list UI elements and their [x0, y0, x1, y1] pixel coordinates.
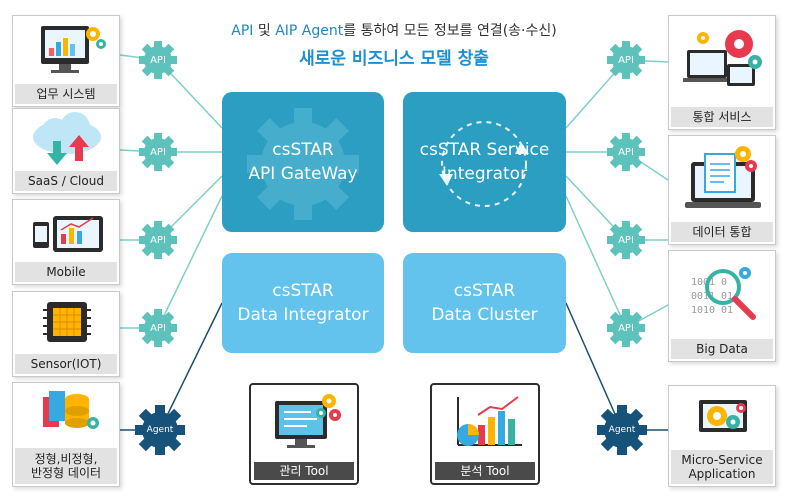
api-badge-label: API: [150, 146, 166, 158]
headline-business-model: 새로운 비즈니스 모델 창출: [299, 49, 489, 69]
gear-badge-icon: [139, 309, 177, 347]
laptop-document-icon: [685, 146, 761, 208]
card-caption: 정형,비정형, 반정형 데이터: [15, 448, 117, 484]
agent-badge: Agent: [134, 404, 186, 456]
headline-mid: 및: [253, 23, 276, 39]
connector-line: [159, 302, 223, 431]
api-badge-label: API: [618, 234, 634, 246]
api-badge: API: [138, 220, 178, 260]
tool-analysis: 분석 Tool: [430, 383, 540, 485]
card-mobile: Mobile: [12, 199, 120, 285]
api-badge-label: API: [618, 146, 634, 158]
admin-monitor-icon: [275, 394, 341, 448]
gear-badge-icon: [139, 221, 177, 259]
svg-text:01: 01: [721, 305, 733, 316]
headline-connect: API 및 AIP Agent를 통하여 모든 정보를 연결(송·수신): [0, 20, 788, 40]
database-icon: [43, 391, 99, 429]
hub-data-integrator: csSTAR Data Integrator: [222, 253, 384, 353]
agent-badge: Agent: [596, 404, 648, 456]
tool-caption: 분석 Tool: [435, 462, 535, 480]
card-caption: Big Data: [671, 339, 773, 359]
gear-badge-icon: [607, 221, 645, 259]
card-saas-cloud: SaaS / Cloud: [12, 108, 120, 194]
gear-watermark-icon: [247, 108, 359, 220]
hub-subtitle: Data Cluster: [431, 305, 538, 325]
cloud-transfer-icon: [33, 112, 101, 165]
card-integrated-service: 통합 서비스: [668, 15, 776, 130]
card-data-integration: 데이터 통합: [668, 135, 776, 245]
magnifier-binary-icon: 1001 0011 1010 0 01 01: [691, 267, 756, 320]
headline-api: API: [231, 23, 254, 39]
tool-caption: 관리 Tool: [254, 462, 354, 480]
card-caption: Mobile: [15, 262, 117, 282]
mobile-devices-icon: [33, 216, 103, 252]
card-caption: 데이터 통합: [671, 222, 773, 242]
api-badge: API: [606, 220, 646, 260]
api-badge-label: API: [618, 322, 634, 334]
hub-service-integrator: csSTAR Service Integrator: [403, 92, 566, 232]
svg-text:0: 0: [721, 277, 727, 288]
card-caption: SaaS / Cloud: [15, 171, 117, 191]
api-badge-label: API: [150, 234, 166, 246]
gear-badge-icon: [607, 133, 645, 171]
hub-title: csSTAR: [272, 281, 334, 301]
gears-monitor-icon: [699, 400, 747, 432]
gear-badge-icon: [607, 309, 645, 347]
api-badge: API: [606, 132, 646, 172]
connector-line: [565, 302, 623, 431]
gear-badge-icon: [607, 41, 645, 79]
hub-subtitle: API GateWay: [248, 164, 358, 184]
api-badge: API: [606, 308, 646, 348]
api-badge-label: API: [618, 54, 634, 66]
card-structured-data: 정형,비정형, 반정형 데이터: [12, 382, 120, 487]
svg-text:1010: 1010: [691, 305, 715, 316]
gear-agent-icon: [597, 405, 647, 455]
hub-data-cluster: csSTAR Data Cluster: [403, 253, 566, 353]
card-caption: Sensor(IOT): [15, 354, 117, 374]
gear-agent-icon: [135, 405, 185, 455]
hub-title: csSTAR: [272, 140, 334, 160]
chip-icon: [43, 302, 91, 342]
api-badge: API: [138, 308, 178, 348]
svg-text:1001: 1001: [691, 277, 715, 288]
card-micro-service: Micro-Service Application: [668, 385, 776, 487]
connector-line: [565, 195, 627, 329]
card-business-system: 업무 시스템: [12, 15, 120, 107]
card-caption: 업무 시스템: [15, 84, 117, 104]
api-badge: API: [138, 40, 178, 80]
devices-gear-icon: [683, 30, 762, 86]
hub-title: csSTAR Service: [419, 140, 550, 160]
headline-aip: AIP Agent: [275, 23, 344, 39]
tool-admin: 관리 Tool: [249, 383, 359, 485]
api-badge-label: API: [150, 54, 166, 66]
hub-subtitle: Data Integrator: [237, 305, 369, 325]
card-big-data: 1001 0011 1010 0 01 01 Big Data: [668, 250, 776, 362]
api-badge: API: [606, 40, 646, 80]
agent-badge-label: Agent: [146, 425, 174, 435]
card-caption: Micro-Service Application: [671, 450, 773, 484]
agent-badge-label: Agent: [608, 425, 636, 435]
svg-text:0011: 0011: [691, 291, 715, 302]
gear-badge-icon: [139, 41, 177, 79]
api-badge-label: API: [150, 322, 166, 334]
monitor-chart-icon: [41, 26, 106, 73]
hub-api-gateway: csSTAR API GateWay: [222, 92, 384, 232]
headline-rest: 를 통하여 모든 정보를 연결(송·수신): [343, 23, 557, 39]
hub-subtitle: Integrator: [441, 164, 528, 184]
cycle-arrows-icon: [439, 121, 529, 207]
card-caption: 통합 서비스: [671, 107, 773, 127]
svg-text:01: 01: [721, 291, 733, 302]
connector-line: [157, 195, 223, 329]
api-badge: API: [138, 132, 178, 172]
analysis-chart-icon: [457, 396, 522, 446]
gear-badge-icon: [139, 133, 177, 171]
card-sensor-iot: Sensor(IOT): [12, 291, 120, 377]
hub-title: csSTAR: [453, 281, 516, 301]
